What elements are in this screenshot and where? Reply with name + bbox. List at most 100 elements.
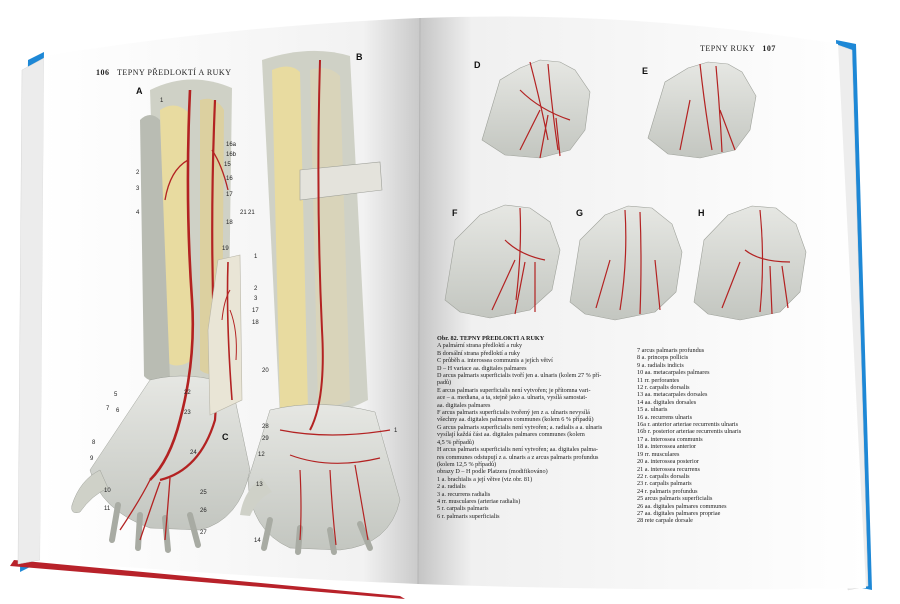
- caption-line: 8 a. princeps pollicis: [637, 354, 689, 362]
- label-a-18: 18: [226, 220, 233, 226]
- label-b-21: 21: [248, 210, 255, 216]
- figure-letter-c: C: [222, 432, 229, 442]
- caption-line: ace – a. mediana, a ta, stejně jako a. u…: [437, 394, 588, 402]
- caption-left-column: Obr. 82. TEPNY PŘEDLOKTÍ A RUKY A palmár…: [437, 335, 627, 520]
- label-a-3: 3: [136, 186, 140, 192]
- caption-line: 2 a. radialis: [437, 483, 466, 491]
- figure-f-hand: [444, 204, 561, 319]
- caption-line: aa. digitales palmares: [437, 401, 491, 409]
- caption-line: (kolem 12,5 % případů): [437, 460, 497, 468]
- caption-line: 13 aa. metacarpales dorsales: [637, 391, 708, 399]
- label-a-17: 17: [226, 192, 233, 198]
- right-running-head: TEPNY RUKY 107: [700, 44, 776, 53]
- label-a-22: 22: [184, 390, 191, 396]
- label-b-12: 12: [258, 452, 265, 458]
- caption-line: vysílají každá část aa. digitales palmar…: [437, 431, 585, 439]
- label-a-8: 8: [92, 440, 96, 446]
- label-a-27: 27: [200, 530, 207, 536]
- label-a-6: 6: [116, 408, 120, 414]
- label-b-1: 1: [394, 428, 398, 434]
- caption-line: 16a r. anterior arteriae recurrentis uln…: [637, 421, 739, 429]
- cover-red-bottom: [10, 560, 405, 599]
- label-a-24: 24: [190, 450, 197, 456]
- label-a-25: 25: [200, 490, 207, 496]
- caption-line: 4,5 % případů): [437, 438, 474, 446]
- figure-letter-b: B: [356, 52, 363, 62]
- label-a-19: 19: [222, 246, 229, 252]
- caption-line: 4 rr. musculares (arteriae radialis): [437, 497, 521, 505]
- label-a-15: 15: [224, 162, 231, 168]
- gutter: [417, 17, 421, 585]
- caption-line: 1 a. brachialis a její větve (viz obr. 8…: [437, 475, 533, 483]
- label-a-16: 16: [226, 176, 233, 182]
- caption-line: A palmární strana předloktí a ruky: [437, 342, 523, 350]
- figure-letter-h: H: [698, 208, 705, 218]
- figure-g-hand: [569, 205, 683, 321]
- figure-letter-f: F: [452, 208, 458, 218]
- label-a-4: 4: [136, 210, 140, 216]
- label-c-1: 1: [254, 254, 258, 260]
- label-c-17: 17: [252, 308, 259, 314]
- right-page-number: 107: [762, 44, 776, 53]
- caption-line: 10 aa. metacarpales palmares: [637, 369, 710, 377]
- caption-line: F arcus palmaris superficialis tvořený j…: [437, 409, 590, 417]
- right-running-title: TEPNY RUKY: [700, 44, 755, 53]
- caption-line: 25 arcus palmaris superficialis: [637, 495, 713, 503]
- label-a-26: 26: [200, 508, 207, 514]
- figure-h-hand: [693, 205, 807, 321]
- left-page-number: 106: [96, 68, 110, 77]
- caption-line: 23 r. carpalis palmaris: [637, 480, 692, 488]
- caption-line: 17 a. interossea communis: [637, 435, 703, 443]
- figure-letter-a: A: [136, 86, 143, 96]
- figure-letter-d: D: [474, 60, 481, 70]
- label-b-14: 14: [254, 538, 261, 544]
- label-a-7: 7: [106, 406, 110, 412]
- page-stack-left: [17, 57, 45, 565]
- label-c-18: 18: [252, 320, 259, 326]
- caption-line: padů): [437, 379, 452, 387]
- caption-line: 28 rete carpale dorsale: [637, 517, 693, 525]
- left-running-title: TEPNY PŘEDLOKTÍ A RUKY: [117, 68, 232, 77]
- label-a-11: 11: [104, 506, 111, 512]
- caption-line: C průběh a. interossea communis a jejích…: [437, 357, 553, 365]
- caption-line: 27 aa. digitales palmares propriae: [637, 509, 721, 517]
- label-a-5: 5: [114, 392, 118, 398]
- label-a-9: 9: [90, 456, 94, 462]
- caption-line: všechny aa. digitales palmares communes …: [437, 416, 594, 424]
- caption-line: res communes odstupují z a. ulnaris a z …: [437, 453, 599, 461]
- caption-line: 22 r. carpalis dorsalis: [637, 472, 690, 480]
- figure-c-interossea: [207, 254, 243, 416]
- label-a-16b: 16b: [226, 152, 237, 158]
- figure-d-hand: [481, 59, 591, 159]
- label-b-13: 13: [256, 482, 263, 488]
- label-a-23: 23: [184, 410, 191, 416]
- caption-line: D arcus palmaris superficialis tvoří jen…: [437, 372, 602, 380]
- caption-title: Obr. 82. TEPNY PŘEDLOKTÍ A RUKY: [437, 335, 545, 342]
- caption-line: 5 r. carpalis palmaris: [437, 505, 489, 513]
- caption-line: 19 rr. musculares: [637, 450, 680, 458]
- caption-line: 11 rr. perforantes: [637, 376, 680, 384]
- caption-line: 9 a. radialis indicis: [637, 361, 684, 369]
- caption-line: 16b r. posterior arteriae recurrentis ul…: [637, 428, 742, 436]
- caption-line: 16 a. recurrens ulnaris: [637, 413, 692, 421]
- label-a-21: 21: [240, 210, 247, 216]
- caption-line: 24 r. palmaris profundus: [637, 487, 698, 495]
- caption-line: E arcus palmaris superficialis není vytv…: [437, 386, 591, 394]
- label-a-16a: 16a: [226, 142, 237, 148]
- label-c-2: 2: [254, 286, 258, 292]
- caption-line: 6 r. palmaris superficialis: [437, 512, 500, 520]
- label-a-1: 1: [160, 98, 164, 104]
- figure-e-hand: [647, 61, 757, 159]
- caption-line: 15 a. ulnaris: [637, 406, 668, 414]
- caption-line: obrazy D – H podle Platzera (modifikován…: [437, 468, 548, 476]
- caption-right-column: 7 arcus palmaris profundus 8 a. princeps…: [637, 347, 857, 525]
- caption-line: 3 a. recurrens radialis: [437, 490, 491, 498]
- figure-b-forearm-dorsal: [240, 50, 401, 555]
- caption-line: 18 a. interossea anterior: [637, 443, 697, 451]
- figure-letter-g: G: [576, 208, 584, 218]
- label-a-2: 2: [136, 170, 140, 176]
- caption-line: 26 aa. digitales palmares communes: [637, 502, 727, 510]
- caption-line: G arcus palmaris superficialis není vytv…: [437, 423, 603, 431]
